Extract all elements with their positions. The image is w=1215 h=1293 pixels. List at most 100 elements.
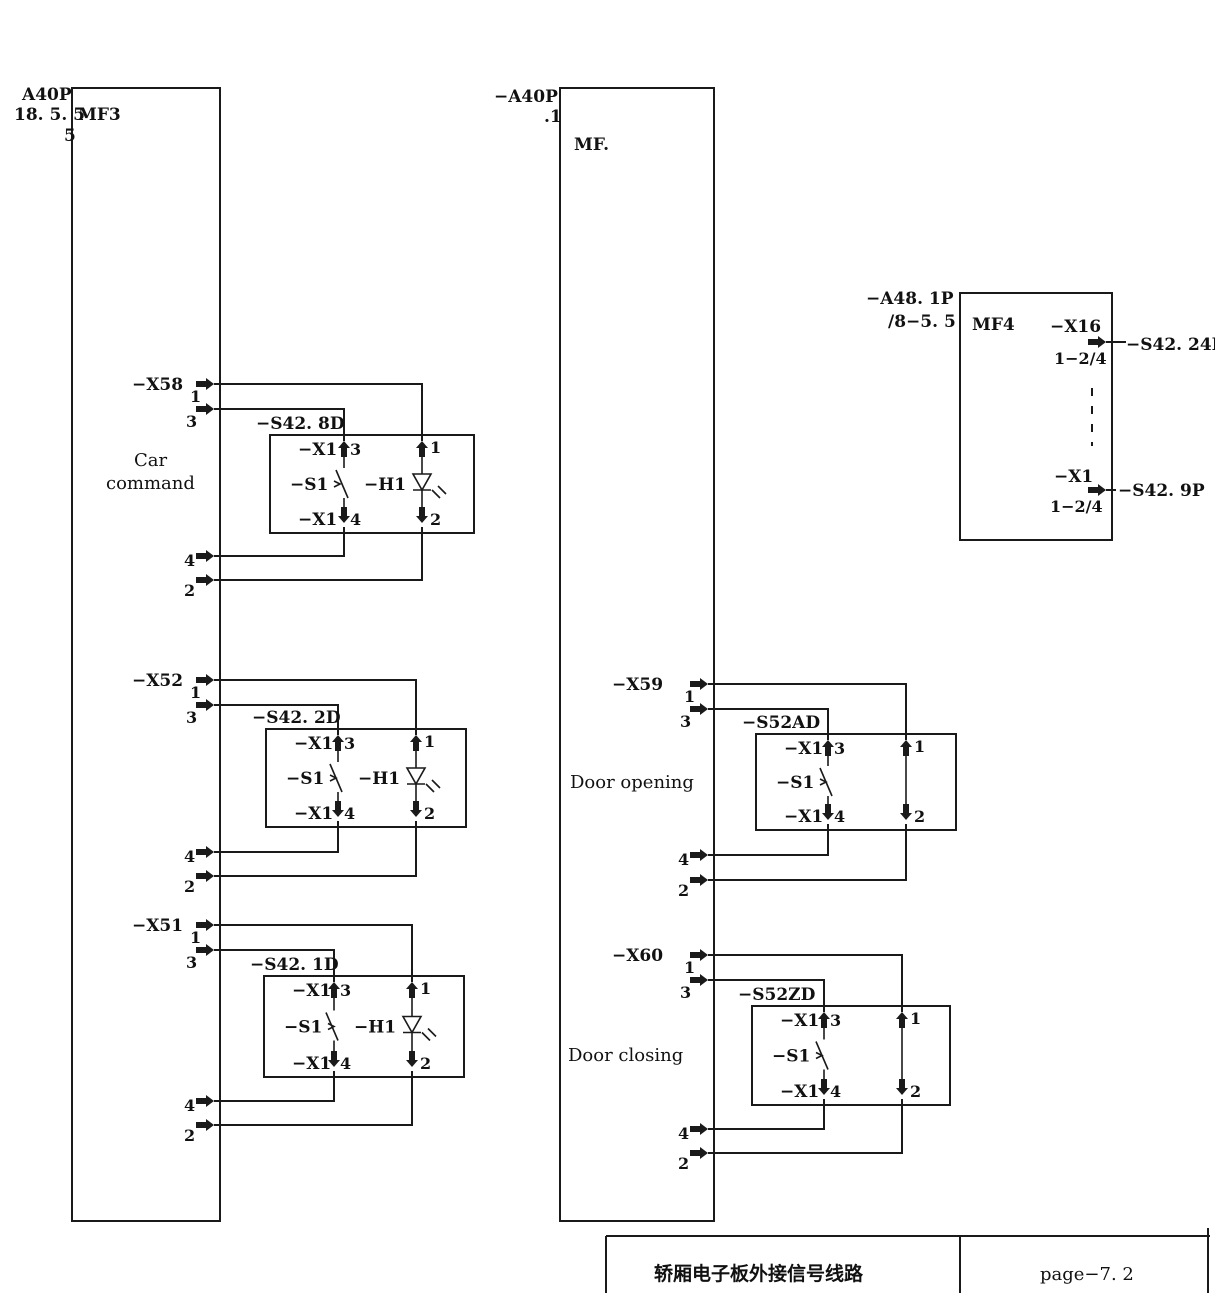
lamp-pin-2: 2 [910, 1082, 921, 1101]
title-block: 轿厢电子板外接信号线路 page−7. 2 [605, 1228, 1210, 1293]
button-box [751, 1005, 951, 1106]
s1-label: −S1 [286, 769, 324, 789]
lamp-pin-2: 2 [430, 510, 441, 529]
lamp-pin-1: 1 [424, 732, 435, 751]
door-opening-caption: Door opening [570, 772, 694, 793]
button-box [265, 728, 467, 828]
button-label-x58: −S42. 8D [256, 414, 345, 434]
button-box [269, 434, 475, 534]
terminal-down-icon [896, 1079, 908, 1095]
switch-contact-icon [819, 767, 833, 797]
terminal-up-icon [822, 740, 834, 756]
pin-3-label: 3 [186, 412, 197, 431]
button-label-x52: −S42. 2D [252, 708, 341, 728]
board-mf3: A40P 18. 5. 5 5 MF3 Car command [14, 85, 221, 1222]
pin-1-label: 1 [684, 687, 695, 706]
pin-2-label: 2 [184, 877, 195, 896]
switch-contact-icon [325, 1012, 339, 1041]
led-icon [401, 1015, 423, 1035]
button-label-x60: −S52ZD [738, 985, 816, 1005]
lamp-pin-1: 1 [910, 1009, 921, 1028]
x1-pin-4: 4 [350, 510, 361, 529]
mf4-range-2: 1−2/4 [1050, 497, 1103, 516]
terminal-down-icon [818, 1079, 830, 1095]
button-label-x51: −S42. 1D [250, 955, 339, 975]
connector-pin-icon [690, 874, 708, 886]
x1-pin-4: 4 [830, 1082, 841, 1101]
car-command-caption-1: Car [134, 450, 168, 471]
connector-pin-icon [196, 870, 214, 882]
button-circuits: −X58 1 3 4 2 −S42. 8D −X1 −X1 3 4 −S1 1 2 −H1 −X52 1 3 4 2… [132, 375, 957, 1173]
terminal-down-icon [900, 804, 912, 820]
terminal-down-icon [410, 801, 422, 817]
x1-pin-3: 3 [350, 440, 361, 459]
pin-3-label: 3 [680, 712, 691, 731]
switch-contact-icon [815, 1041, 829, 1070]
mf4-coord: /8−5. 5 [888, 312, 956, 332]
mf4-s42-24p: −S42. 24P [1126, 335, 1215, 355]
mf4-ref: −A48. 1P [866, 289, 954, 309]
terminal-down-icon [338, 507, 350, 523]
lamp-pin-2: 2 [914, 807, 925, 826]
footer-title: 轿厢电子板外接信号线路 [654, 1262, 864, 1285]
terminal-up-icon [416, 441, 428, 457]
connector-label-x60: −X60 [612, 946, 663, 966]
x1-pin-3: 3 [344, 734, 355, 753]
pin-2-label: 2 [184, 581, 195, 600]
x1-bottom-label: −X1 [784, 807, 823, 827]
s1-label: −S1 [284, 1018, 322, 1038]
pushbutton-icon [333, 480, 342, 488]
door-closing-caption: Door closing [568, 1045, 683, 1066]
x1-bottom-label: −X1 [780, 1082, 819, 1102]
connector-pin-icon [690, 1123, 708, 1135]
x1-bottom-label: −X1 [294, 804, 333, 824]
mf3-coord2: 5 [64, 126, 76, 146]
mf3-coord: 18. 5. 5 [14, 105, 85, 125]
x1-pin-3: 3 [834, 739, 845, 758]
mf-name: MF. [574, 135, 609, 155]
h1-label: −H1 [354, 1018, 396, 1038]
pin-2-label: 2 [678, 1154, 689, 1173]
lamp-pin-1: 1 [420, 979, 431, 998]
switch-contact-icon [335, 469, 349, 499]
x1-top-label: −X1 [784, 739, 823, 759]
board-mf: −A40P .1 MF. Door opening Door closing [494, 87, 715, 1222]
terminal-down-icon [822, 804, 834, 820]
mf4-x1-label: −X1 [1054, 467, 1093, 487]
footer-page: page−7. 2 [1040, 1264, 1134, 1285]
connector-label-x52: −X52 [132, 671, 183, 691]
x1-pin-4: 4 [344, 804, 355, 823]
pin-4-label: 4 [184, 1096, 195, 1115]
x1-top-label: −X1 [298, 440, 337, 460]
light-ray-icon [431, 485, 447, 499]
x1-pin-3: 3 [340, 981, 351, 1000]
mf-ref: −A40P [494, 87, 558, 107]
terminal-up-icon [818, 1012, 830, 1028]
terminal-up-icon [410, 735, 422, 751]
x1-pin-3: 3 [830, 1011, 841, 1030]
terminal-down-icon [406, 1051, 418, 1067]
mf3-ref: A40P [21, 85, 72, 105]
x1-top-label: −X1 [292, 981, 331, 1001]
connector-pin-icon [196, 846, 214, 858]
led-icon [411, 473, 433, 492]
led-icon [405, 767, 427, 786]
pin-4-label: 4 [678, 850, 689, 869]
car-command-caption-2: command [106, 473, 195, 494]
mf4-s42-9p: −S42. 9P [1118, 481, 1205, 501]
connector-label-x51: −X51 [132, 916, 183, 936]
connector-label-x58: −X58 [132, 375, 183, 395]
mf4-name: MF4 [972, 315, 1015, 335]
terminal-up-icon [406, 982, 418, 998]
x1-pin-4: 4 [340, 1054, 351, 1073]
button-box [263, 975, 465, 1078]
terminal-up-icon [900, 740, 912, 756]
pushbutton-icon [327, 1022, 336, 1031]
s1-label: −S1 [776, 773, 814, 793]
connector-pin-icon [196, 1095, 214, 1107]
lamp-pin-2: 2 [424, 804, 435, 823]
